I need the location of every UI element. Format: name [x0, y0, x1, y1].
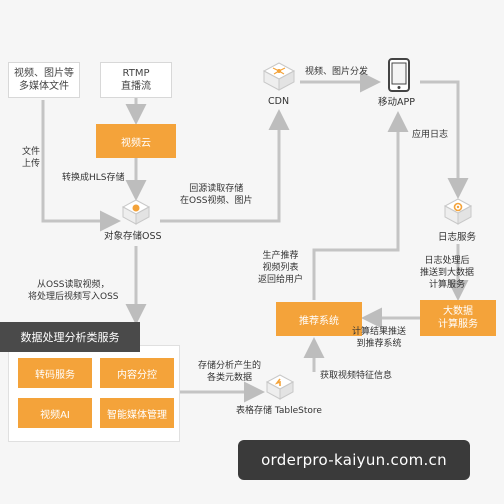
edge-upload	[41, 100, 121, 232]
edge-label-get-features: 获取视频特征信息	[320, 371, 393, 381]
node-media-files: 视频、图片等 多媒体文件	[8, 62, 80, 98]
service-transcode: 转码服务	[18, 358, 92, 388]
edge-label-calc-result: 计算结果推送 到推荐系统	[352, 327, 407, 349]
edge-label-app-log: 应用日志	[412, 130, 449, 140]
edge-label-file-upload: 文件 上传	[22, 147, 41, 169]
edge-recommend-app	[312, 111, 409, 300]
label-log-service: 日志服务	[438, 232, 477, 243]
node-bigdata: 大数据 计算服务	[420, 300, 496, 336]
edge-origin	[160, 109, 290, 223]
service-content-control: 内容分控	[100, 358, 174, 388]
edge-label-store-meta: 存储分析产生的 各类元数据	[198, 361, 262, 383]
edge-label-log-processed: 日志处理后 推送到大数据 计算服务	[420, 256, 475, 290]
edge-label-produce-recommend: 生产推荐 视频列表 返回给用户	[258, 251, 304, 285]
label-mobile-app: 移动APP	[378, 97, 415, 108]
node-video-cloud: 视频云	[96, 124, 176, 158]
edge-label-read-oss: 从OSS读取视频， 将处理后视频写入OSS	[28, 280, 119, 302]
cdn-icon	[262, 62, 296, 91]
edge-label-origin-fetch: 回源读取存储 在OSS视频、图片	[180, 184, 253, 206]
mobile-phone-icon	[388, 58, 410, 92]
label-object-storage: 对象存储OSS	[104, 231, 162, 242]
edge-label-distribute: 视频、图片分发	[305, 67, 369, 77]
node-rtmp: RTMP 直播流	[100, 62, 172, 98]
service-smart-media: 智能媒体管理	[100, 398, 174, 428]
processing-title: 数据处理分析类服务	[0, 322, 140, 352]
node-recommend: 推荐系统	[276, 302, 362, 336]
log-service-icon	[443, 198, 473, 225]
label-tablestore: 表格存储 TableStore	[236, 406, 322, 416]
edge-label-to-hls: 转换成HLS存储	[62, 173, 125, 183]
edge-app-log	[420, 80, 469, 199]
tablestore-icon	[265, 374, 295, 400]
service-video-ai: 视频AI	[18, 398, 92, 428]
oss-icon	[121, 199, 151, 225]
label-cdn: CDN	[268, 96, 290, 107]
watermark-banner: orderpro-kaiyun.com.cn	[238, 440, 470, 480]
